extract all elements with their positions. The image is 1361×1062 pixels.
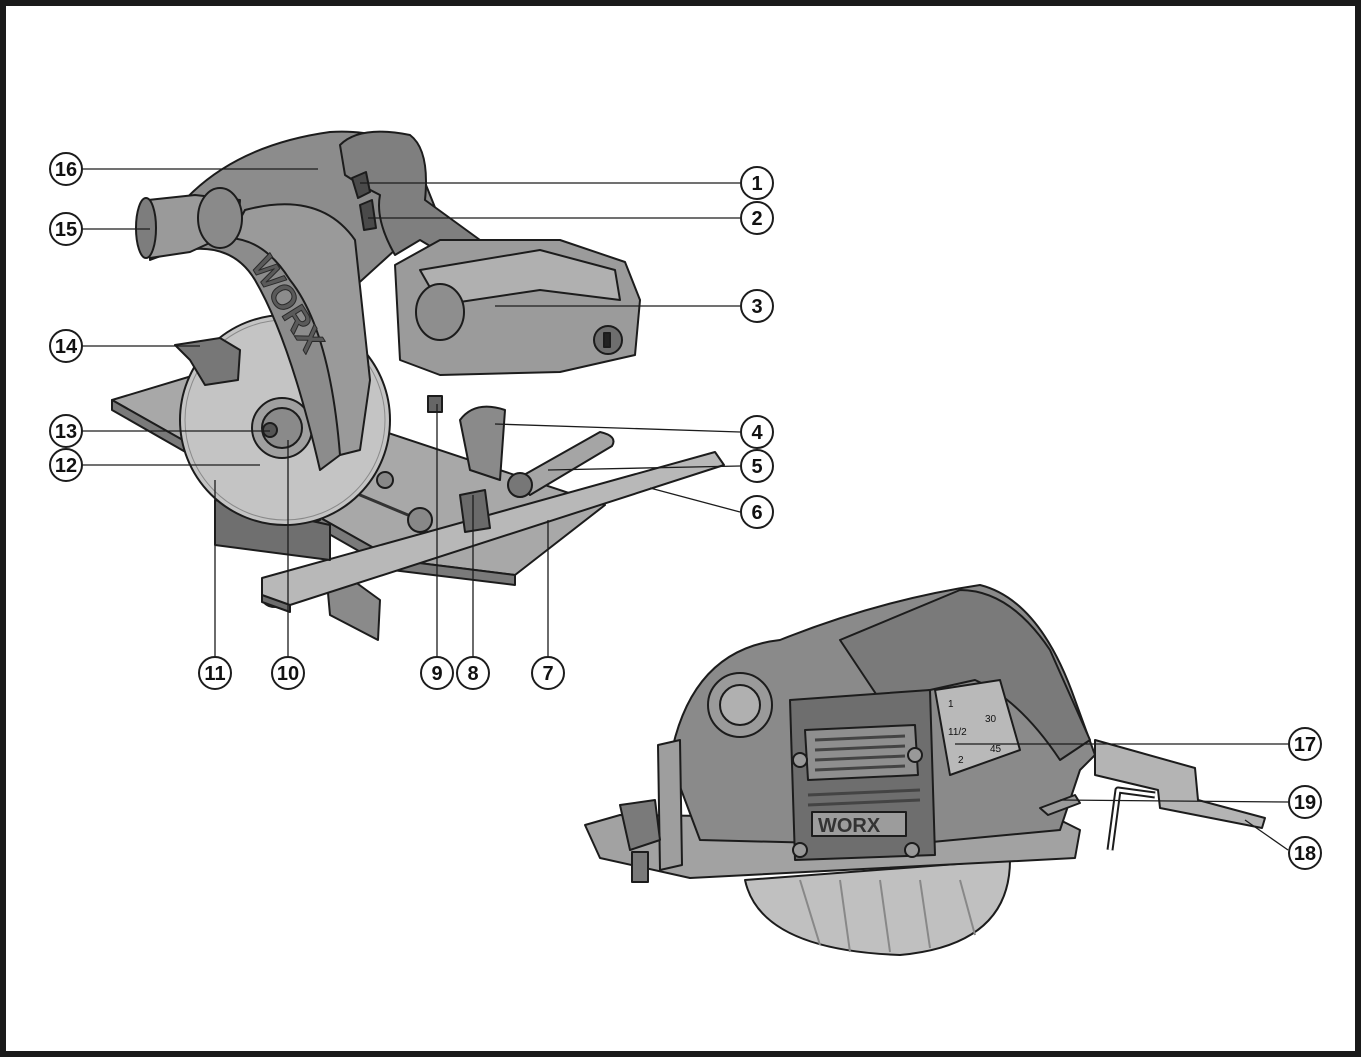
blade-bolt	[262, 422, 278, 438]
bevel-scale	[934, 679, 1021, 776]
guard-side-panel	[229, 203, 371, 456]
callout-18: 18	[1288, 836, 1322, 870]
bevel-bracket	[459, 405, 506, 481]
brand-logo-rear: WORX	[818, 815, 881, 837]
bevel-mark-2: 11/2	[948, 727, 967, 738]
leader-lines	[82, 168, 1289, 851]
callout-2: 2	[740, 201, 774, 235]
callout-6: 6	[740, 495, 774, 529]
blade-rear	[744, 859, 1011, 956]
spindle-lock	[174, 337, 241, 386]
callout-11: 11	[198, 656, 232, 690]
callout-1: 1	[740, 166, 774, 200]
saw-front-view: WORX	[111, 130, 725, 641]
bevel-mark-1: 1	[948, 699, 954, 710]
svg-text:4: 4	[751, 422, 763, 444]
lock-off-button	[351, 171, 371, 199]
rear-logo-plate	[811, 811, 907, 837]
callout-14: 14	[49, 329, 83, 363]
svg-text:16: 16	[55, 159, 77, 181]
riving-knife-screw	[427, 395, 443, 413]
rear-guide-bar	[1094, 739, 1266, 829]
svg-text:5: 5	[751, 456, 762, 478]
svg-text:13: 13	[55, 421, 77, 443]
callout-5: 5	[740, 449, 774, 483]
svg-text:12: 12	[55, 455, 77, 477]
svg-text:2: 2	[751, 208, 762, 230]
callout-13: 13	[49, 414, 83, 448]
svg-text:9: 9	[431, 663, 442, 685]
callout-17: 17	[1288, 727, 1322, 761]
callout-7: 7	[531, 656, 565, 690]
svg-text:18: 18	[1294, 843, 1316, 865]
bevel-mark-3: 2	[958, 755, 964, 766]
saw-rear-view: 1 11/2 2 30 45 WORX	[584, 584, 1266, 956]
svg-text:7: 7	[542, 663, 553, 685]
callout-3: 3	[740, 289, 774, 323]
svg-text:14: 14	[55, 336, 78, 358]
callout-19: 19	[1288, 785, 1322, 819]
depth-knob	[619, 799, 661, 851]
svg-text:3: 3	[751, 296, 762, 318]
callouts: 1 2 3 4 5 6 7 8 9 10 11 12 13 14 15 16 1…	[49, 152, 1322, 870]
on-off-trigger	[359, 199, 377, 231]
callout-10: 10	[271, 656, 305, 690]
depth-lock-knob	[459, 489, 491, 533]
svg-text:17: 17	[1294, 734, 1316, 756]
svg-text:1: 1	[751, 173, 762, 195]
svg-text:6: 6	[751, 502, 762, 524]
svg-text:19: 19	[1294, 792, 1316, 814]
svg-text:15: 15	[55, 219, 77, 241]
bevel-mark-5: 45	[990, 744, 1002, 755]
bevel-mark-4: 30	[985, 714, 997, 725]
depth-scale	[657, 739, 683, 871]
svg-text:8: 8	[467, 663, 478, 685]
svg-text:11: 11	[204, 663, 225, 685]
callout-16: 16	[49, 152, 83, 186]
callout-8: 8	[456, 656, 490, 690]
callout-4: 4	[740, 415, 774, 449]
bevel-lever	[514, 431, 615, 496]
callout-15: 15	[49, 212, 83, 246]
callout-12: 12	[49, 448, 83, 482]
callout-9: 9	[420, 656, 454, 690]
svg-text:10: 10	[277, 663, 299, 685]
